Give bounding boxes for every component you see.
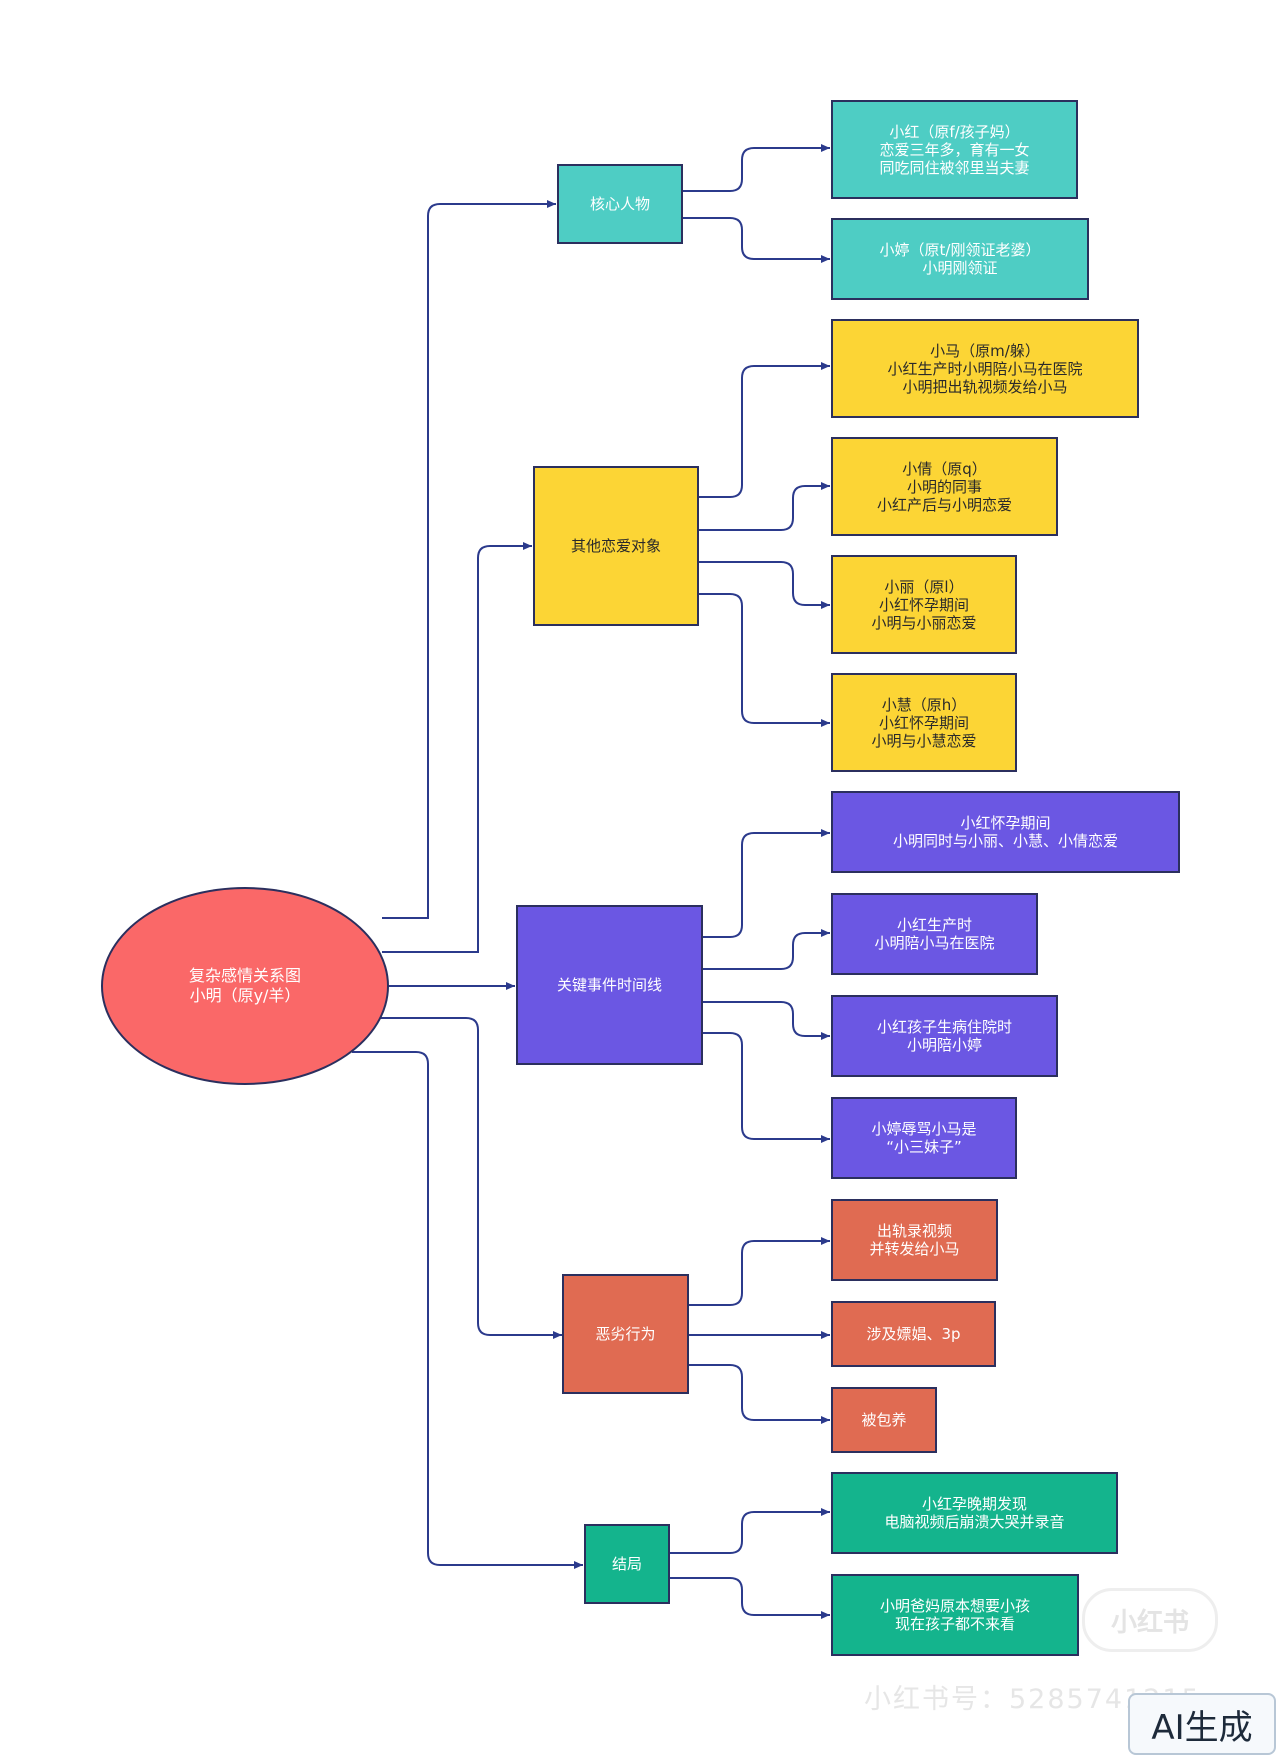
leaf-end-discovery: 小红孕晚期发现 电脑视频后崩溃大哭并录音 xyxy=(831,1472,1118,1554)
leaf-core-xiaoting: 小婷（原t/刚领证老婆） 小明刚领证 xyxy=(831,218,1089,300)
leaf-time-birth: 小红生产时 小明陪小马在医院 xyxy=(831,893,1038,975)
root-title: 复杂感情关系图 xyxy=(188,966,301,985)
leaf-time-pregnancy: 小红怀孕期间 小明同时与小丽、小慧、小倩恋爱 xyxy=(831,791,1180,873)
edge-root-ending xyxy=(352,1051,583,1569)
edge-other-1 xyxy=(699,362,830,498)
edge-other-3 xyxy=(699,561,830,609)
category-bad-behavior: 恶劣行为 xyxy=(562,1274,689,1394)
edge-end-2 xyxy=(670,1577,830,1619)
edge-root-others xyxy=(382,542,532,953)
leaf-other-xiaoma: 小马（原m/躲） 小红生产时小明陪小马在医院 小明把出轨视频发给小马 xyxy=(831,319,1139,418)
category-others: 其他恋爱对象 xyxy=(533,466,699,626)
edge-root-bad xyxy=(380,1017,562,1339)
edge-time-4 xyxy=(703,1032,830,1143)
category-ending: 结局 xyxy=(584,1524,670,1604)
edge-core-2 xyxy=(683,217,830,263)
leaf-other-xiaoli: 小丽（原l） 小红怀孕期间 小明与小丽恋爱 xyxy=(831,555,1017,654)
leaf-time-hospital: 小红孩子生病住院时 小明陪小婷 xyxy=(831,995,1058,1077)
ai-generated-badge: AI生成 xyxy=(1128,1693,1276,1755)
leaf-other-xiaoqian: 小倩（原q） 小明的同事 小红产后与小明恋爱 xyxy=(831,437,1058,536)
xiaohongshu-logo-watermark: 小红书 xyxy=(1082,1588,1218,1652)
edge-time-1 xyxy=(703,829,830,938)
root-node: 复杂感情关系图 小明（原y/羊） xyxy=(101,887,389,1085)
leaf-core-xiaohong: 小红（原f/孩子妈） 恋爱三年多，育有一女 同吃同住被邻里当夫妻 xyxy=(831,100,1078,199)
edge-other-2 xyxy=(699,482,830,531)
leaf-other-xiaohui: 小慧（原h） 小红怀孕期间 小明与小慧恋爱 xyxy=(831,673,1017,772)
edge-bad-1 xyxy=(689,1237,830,1306)
category-timeline: 关键事件时间线 xyxy=(516,905,703,1065)
leaf-end-parents: 小明爸妈原本想要小孩 现在孩子都不来看 xyxy=(831,1574,1079,1656)
leaf-bad-video: 出轨录视频 并转发给小马 xyxy=(831,1199,998,1281)
category-core: 核心人物 xyxy=(557,164,683,244)
leaf-bad-prostitution: 涉及嫖娼、3p xyxy=(831,1301,996,1367)
edge-end-1 xyxy=(670,1508,830,1554)
edge-time-2 xyxy=(703,929,830,970)
edge-bad-3 xyxy=(689,1364,830,1424)
edge-root-core xyxy=(382,200,556,919)
edge-core-1 xyxy=(683,144,830,192)
edge-time-3 xyxy=(703,1001,830,1040)
leaf-bad-kept: 被包养 xyxy=(831,1387,937,1453)
edge-other-4 xyxy=(699,593,830,727)
root-subtitle: 小明（原y/羊） xyxy=(189,986,301,1005)
leaf-time-insult: 小婷辱骂小马是 “小三妹子” xyxy=(831,1097,1017,1179)
